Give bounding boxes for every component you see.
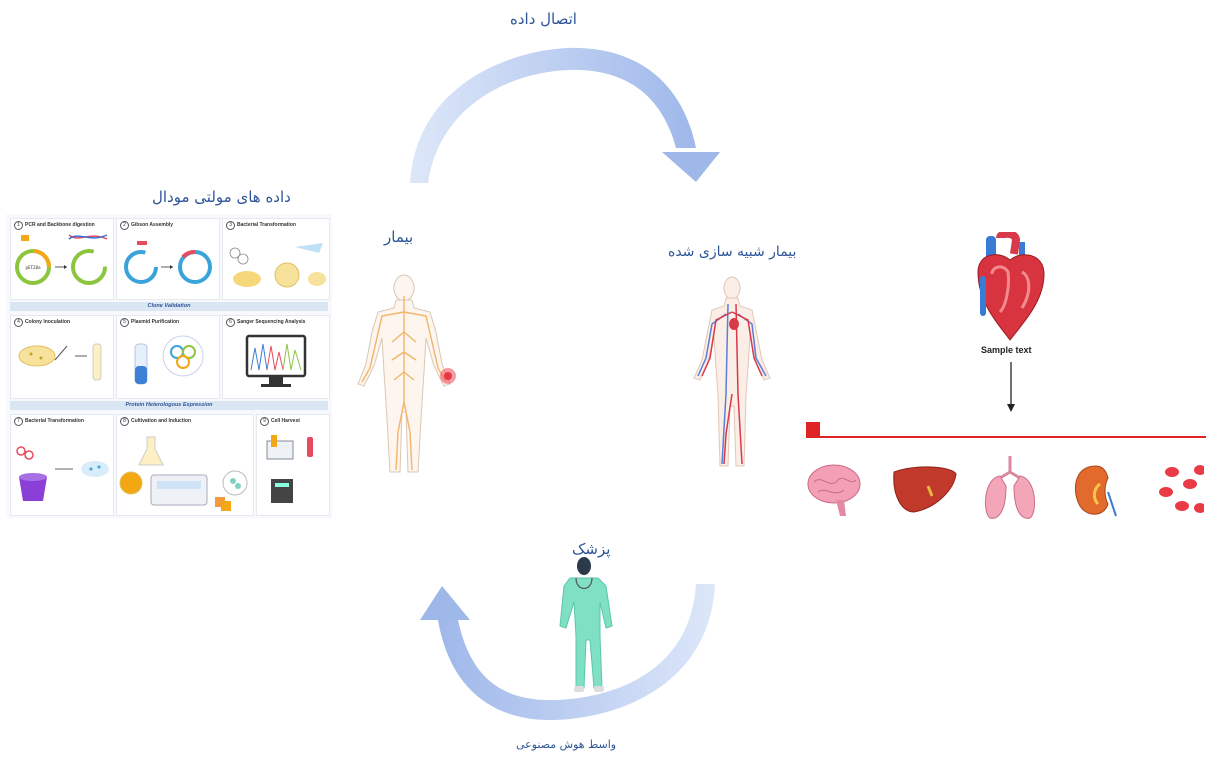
protocol-step-card: 3 Bacterial Transformation xyxy=(222,218,330,300)
step-title: Gibson Assembly xyxy=(131,222,174,228)
heart-illustration xyxy=(977,232,1045,341)
step-title: PCR and Backbone digestion xyxy=(25,222,95,228)
step-title: Sanger Sequencing Analysis xyxy=(237,319,306,325)
doctor-illustration xyxy=(559,557,613,692)
step-number: 2 xyxy=(120,221,129,230)
step-title: Plasmid Purification xyxy=(131,319,180,325)
step-title: Cell Harvest xyxy=(271,418,300,424)
svg-text:pET28a: pET28a xyxy=(25,265,41,270)
protocol-step-card: 9 Cell Harvest xyxy=(256,414,330,516)
doctor-label: پزشک xyxy=(572,540,611,558)
patient-label: بیمار xyxy=(384,228,414,246)
step-number: 7 xyxy=(14,417,23,426)
step-number: 9 xyxy=(260,417,269,426)
blood-cells-icon xyxy=(1159,465,1204,513)
step-number: 3 xyxy=(226,221,235,230)
lungs-icon xyxy=(984,456,1036,519)
protein-expression-band: Protein Heterologous Expression xyxy=(10,401,328,410)
protocol-step-card: 2 Gibson Assembly xyxy=(116,218,220,300)
plasmid-digestion-illustration: pET28a xyxy=(15,234,108,285)
patient-body-illustration xyxy=(357,274,456,473)
transformation-tub-illustration xyxy=(16,446,109,501)
protocol-panel: 1 PCR and Backbone digestion pET28a 2 Gi… xyxy=(6,214,332,518)
simulated-patient-label: بیمار شبیه سازی شده xyxy=(668,244,797,260)
protocol-step-card: 8 Cultivation and Induction xyxy=(116,414,254,516)
bottom-curved-arrow xyxy=(420,584,715,720)
top-curved-arrow xyxy=(410,47,720,183)
protocol-step-card: 6 Sanger Sequencing Analysis xyxy=(222,315,330,399)
step-number: 8 xyxy=(120,417,129,426)
protocol-step-card: 4 Colony Inoculation xyxy=(10,315,114,399)
ai-agent-label: واسط هوش مصنوعی xyxy=(516,738,617,751)
step-number: 5 xyxy=(120,318,129,327)
down-arrow xyxy=(1007,362,1015,412)
step-number: 6 xyxy=(226,318,235,327)
protocol-step-card: 5 Plasmid Purification xyxy=(116,315,220,399)
colony-inoculation-illustration xyxy=(18,343,102,381)
plasmid-purification-illustration xyxy=(134,335,204,385)
multimodal-data-label: داده های مولتی مودال xyxy=(152,188,291,206)
timeline-marker xyxy=(806,422,820,438)
kidney-icon xyxy=(1074,465,1117,517)
bacterial-transformation-illustration xyxy=(229,243,326,288)
cultivation-induction-illustration xyxy=(119,436,248,511)
sample-text-label: Sample text xyxy=(981,345,1032,355)
clone-validation-band: Clone Validation xyxy=(10,302,328,311)
protocol-step-card: 7 Bacterial Transformation xyxy=(10,414,114,516)
step-title: Cultivation and Induction xyxy=(131,418,191,424)
protocol-step-card: 1 PCR and Backbone digestion pET28a xyxy=(10,218,114,300)
cell-harvest-illustration xyxy=(266,435,313,503)
step-number: 1 xyxy=(14,221,23,230)
step-title: Bacterial Transformation xyxy=(237,222,296,228)
organs-row xyxy=(807,456,1204,519)
data-link-label: اتصال داده xyxy=(510,10,577,28)
step-title: Colony Inoculation xyxy=(25,319,70,325)
timeline-line xyxy=(818,436,1206,438)
step-number: 4 xyxy=(14,318,23,327)
simulated-patient-illustration xyxy=(693,276,771,467)
sequencing-monitor-illustration xyxy=(245,334,307,387)
brain-icon xyxy=(807,464,861,516)
liver-icon xyxy=(893,466,957,513)
gibson-assembly-illustration xyxy=(124,241,212,284)
step-title: Bacterial Transformation xyxy=(25,418,84,424)
